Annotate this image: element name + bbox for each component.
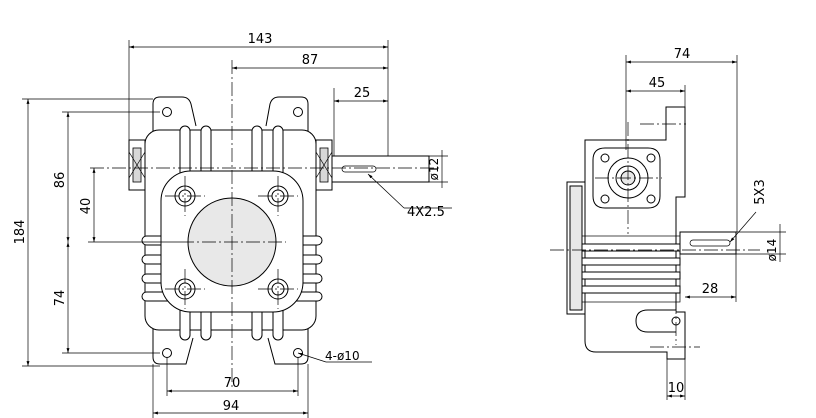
output-shaft: [331, 155, 430, 183]
side-dim-shaft-dia: ø14: [765, 239, 779, 262]
side-dimensions: 74 45 5X3 ø14 28 10: [625, 47, 786, 400]
top-right-hole: [293, 107, 303, 117]
dim-base-width: 94: [223, 399, 240, 414]
front-dimensions: 143 87 25 ø12 4X2.5 184 86 40 74: [13, 32, 452, 418]
dim-total-depth: 74: [674, 47, 691, 62]
dim-total-height: 184: [13, 220, 28, 245]
side-output-shaft: [679, 231, 737, 255]
side-dim-shaft-length: 28: [702, 282, 719, 297]
dim-center-offset: 40: [79, 198, 94, 215]
dim-output-to-edge: 87: [302, 53, 319, 68]
dim-lower-height: 74: [53, 290, 68, 307]
dim-total-width: 143: [248, 32, 273, 47]
dim-key: 4X2.5: [407, 205, 445, 220]
front-view: [90, 60, 440, 390]
dim-hole-spacing: 70: [224, 376, 241, 391]
dim-shaft-length: 25: [354, 86, 371, 101]
dim-mount-holes: 4-ø10: [325, 349, 360, 363]
side-dim-foot-thickness: 10: [668, 381, 685, 396]
dim-shaft-dia: ø12: [427, 158, 441, 181]
side-view: [550, 106, 760, 360]
dim-center-depth: 45: [649, 76, 666, 91]
side-dim-key: 5X3: [753, 179, 768, 204]
bottom-left-hole: [162, 348, 172, 358]
dim-upper-height: 86: [53, 172, 68, 189]
top-left-hole: [162, 107, 172, 117]
